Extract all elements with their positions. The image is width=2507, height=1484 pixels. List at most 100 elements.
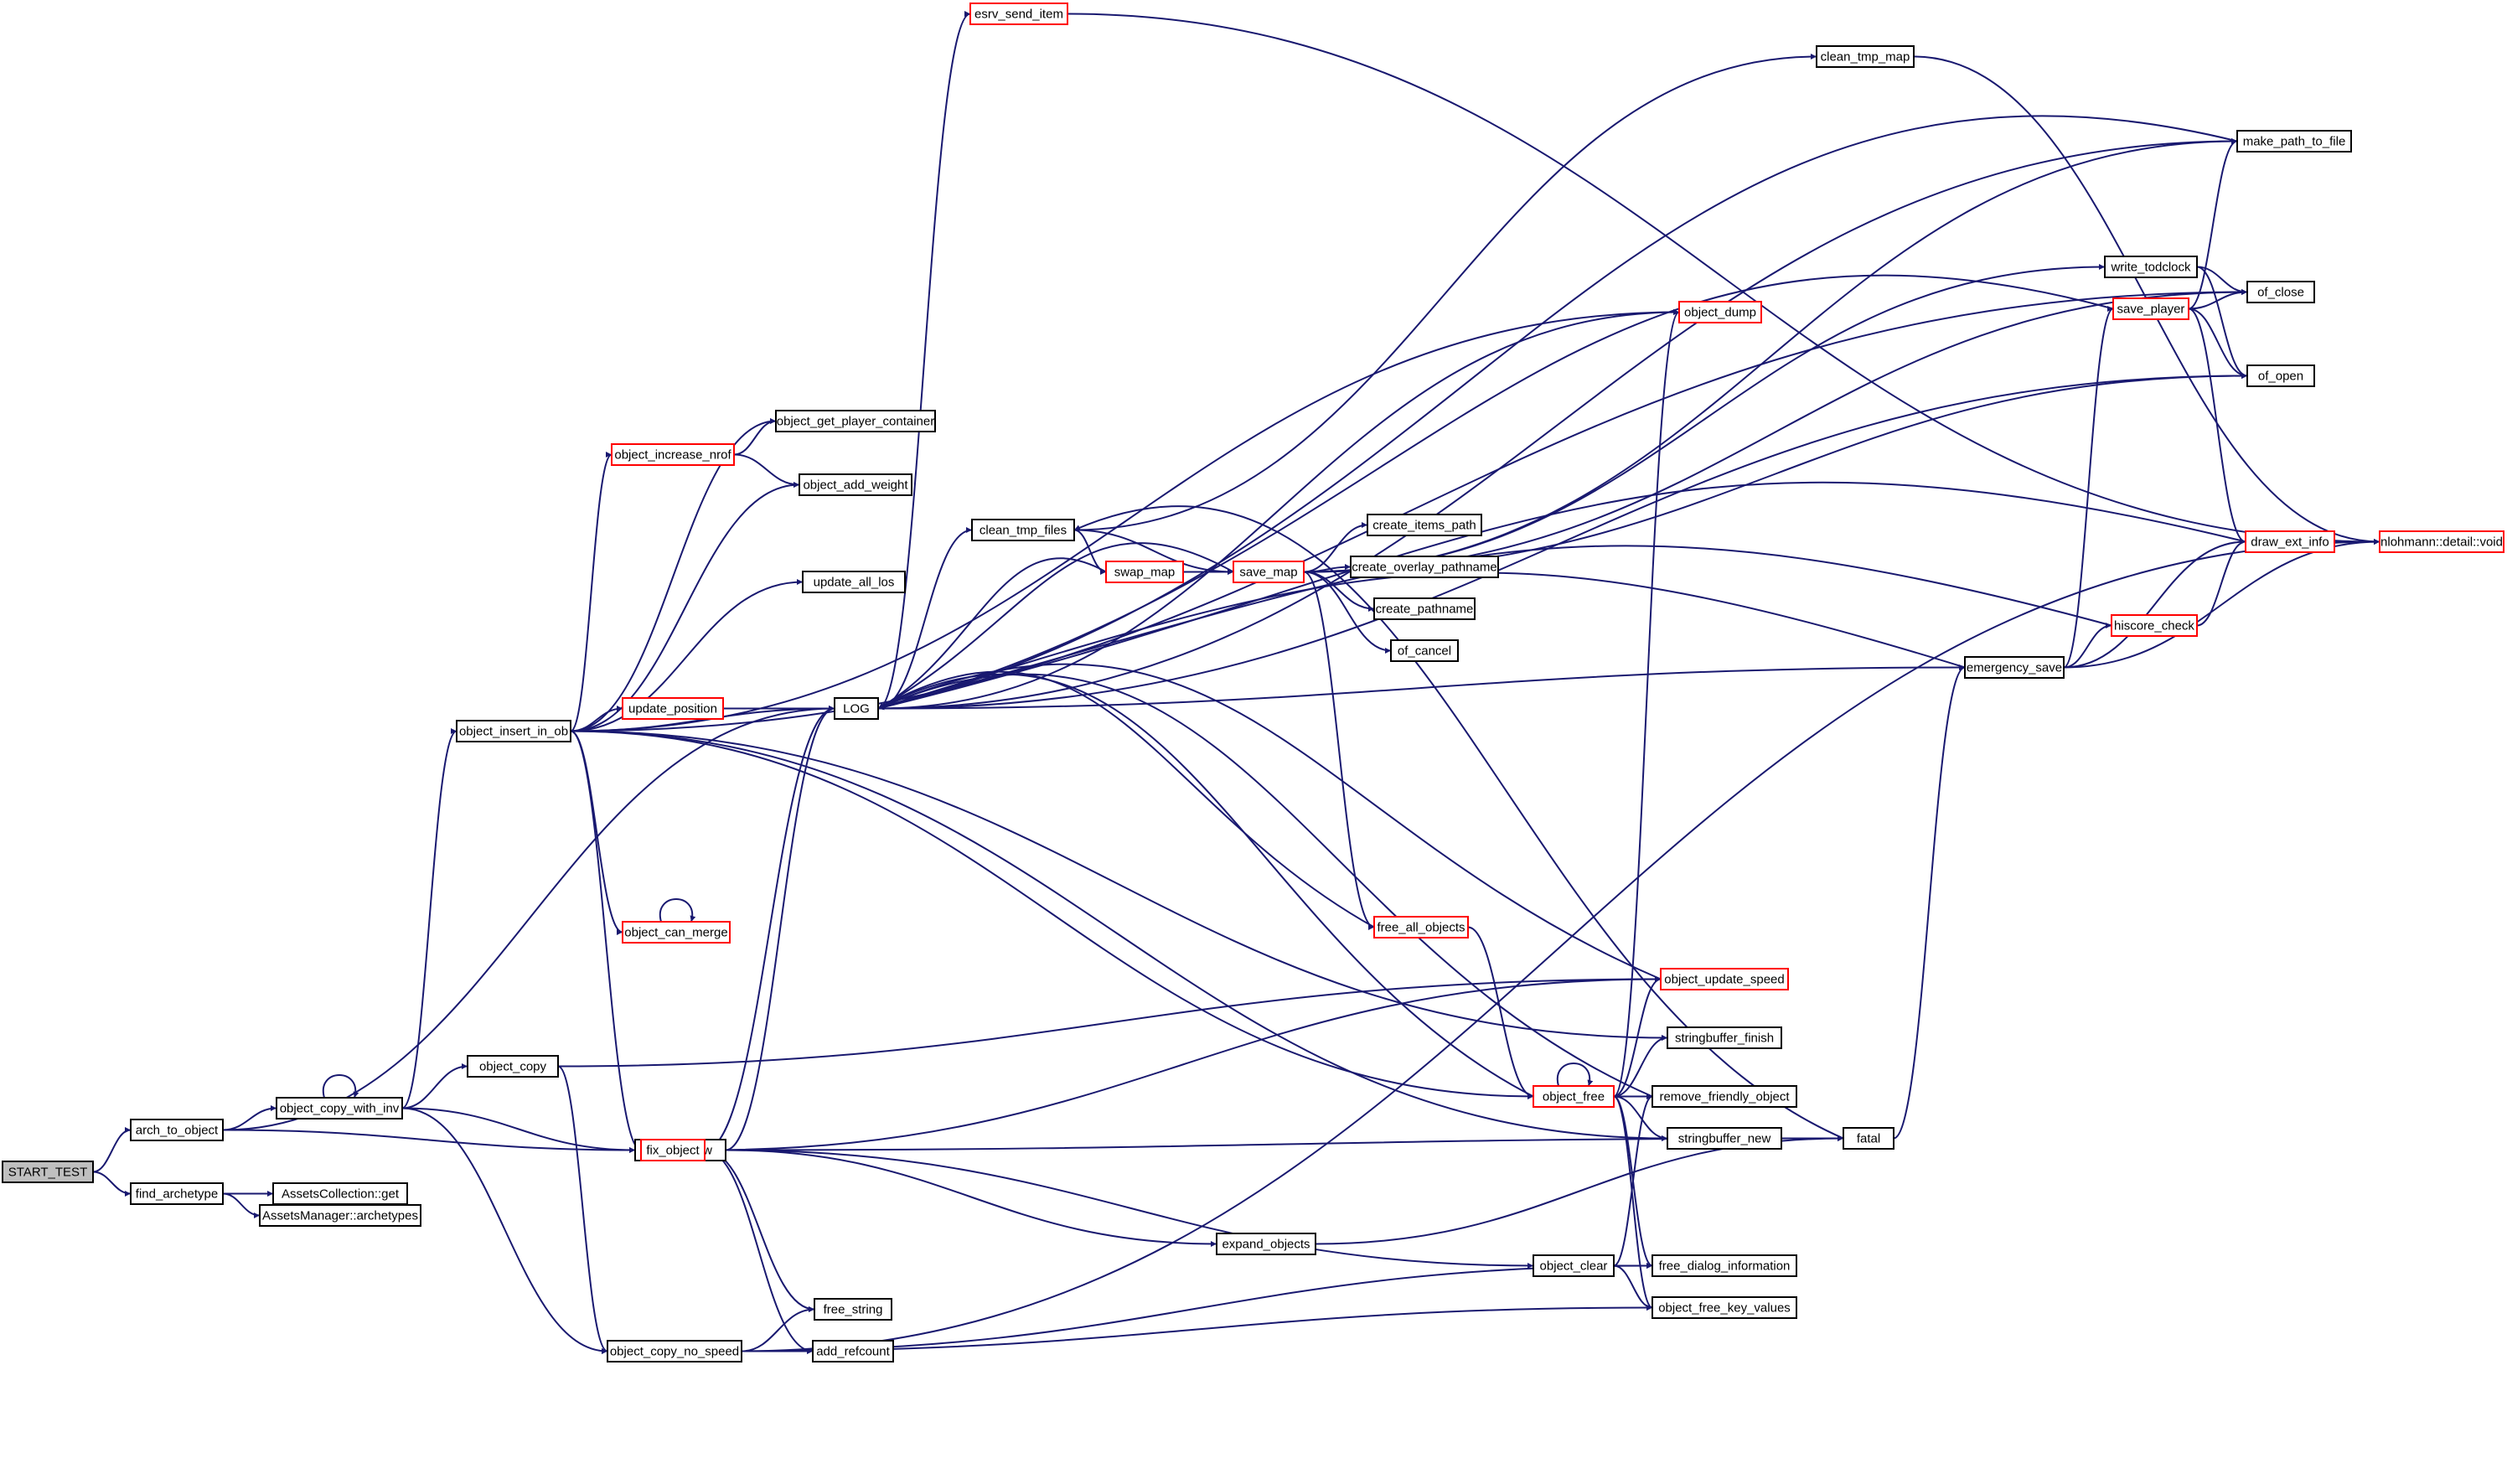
node-object-can-merge[interactable]: object_can_merge xyxy=(622,921,731,944)
node-swap-map[interactable]: swap_map xyxy=(1105,561,1184,583)
node-free-string[interactable]: free_string xyxy=(814,1298,892,1321)
edge-log-to-emergency-save xyxy=(877,664,1966,710)
node-save-map[interactable]: save_map xyxy=(1233,561,1305,583)
node-label: START_TEST xyxy=(8,1166,87,1180)
node-esrv-send-item[interactable]: esrv_send_item xyxy=(969,3,1068,25)
node-free-all-objects[interactable]: free_all_objects xyxy=(1373,916,1469,938)
node-draw-ext-info[interactable]: draw_ext_info xyxy=(2245,530,2335,553)
node-box xyxy=(812,1340,894,1362)
edge-object-new-to-expand-objects xyxy=(725,1149,1217,1247)
edge-object-copy-with-inv-to-object-copy-with-inv xyxy=(322,1074,359,1099)
node-of-close[interactable]: of_close xyxy=(2246,281,2315,303)
edge-expand-objects-to-fatal xyxy=(1315,1135,1844,1245)
edge-object-clear-to-remove-friendly-object xyxy=(1613,1094,1653,1267)
node-clean-tmp-files[interactable]: clean_tmp_files xyxy=(971,519,1075,541)
node-object-add-weight[interactable]: object_add_weight xyxy=(799,473,912,496)
node-box xyxy=(2379,530,2504,553)
edge-free-all-objects-to-object-free xyxy=(1467,926,1534,1099)
edge-log-to-of-open xyxy=(877,373,2248,710)
node-save-player[interactable]: save_player xyxy=(2112,297,2189,320)
edge-object-insert-in-ob-to-fix-object xyxy=(570,730,642,1153)
node-label: object_increase_nrof xyxy=(614,448,731,463)
node-create-pathname[interactable]: create_pathname xyxy=(1373,597,1476,620)
node-free-dialog-information[interactable]: free_dialog_information xyxy=(1652,1254,1797,1277)
node-box xyxy=(1373,597,1476,620)
node-update-all-los[interactable]: update_all_los xyxy=(802,571,906,593)
node-box xyxy=(640,1139,706,1161)
node-box xyxy=(467,1055,559,1078)
node-stringbuffer-new[interactable]: stringbuffer_new xyxy=(1667,1127,1782,1150)
node-hiscore-check[interactable]: hiscore_check xyxy=(2111,614,2198,637)
node-label: stringbuffer_finish xyxy=(1675,1032,1774,1046)
node-box xyxy=(1533,1254,1615,1277)
node-start-test[interactable]: START_TEST xyxy=(2,1161,94,1183)
node-object-copy-with-inv[interactable]: object_copy_with_inv xyxy=(276,1097,403,1119)
node-label: clean_tmp_map xyxy=(1821,50,1910,65)
node-label: fatal xyxy=(1857,1132,1880,1146)
node-label: AssetsCollection::get xyxy=(282,1187,400,1202)
node-object-free[interactable]: object_free xyxy=(1533,1085,1615,1108)
node-of-cancel[interactable]: of_cancel xyxy=(1390,639,1459,662)
edges-layer xyxy=(92,11,2380,1354)
node-box xyxy=(130,1119,224,1141)
node-create-items-path[interactable]: create_items_path xyxy=(1367,514,1482,536)
node-object-insert-in-ob[interactable]: object_insert_in_ob xyxy=(456,720,571,742)
node-nlohmann-detail-void[interactable]: nlohmann::detail::void xyxy=(2379,530,2504,553)
node-object-copy-no-speed[interactable]: object_copy_no_speed xyxy=(607,1340,742,1362)
node-update-position[interactable]: update_position xyxy=(622,697,724,720)
node-object-copy[interactable]: object_copy xyxy=(467,1055,559,1078)
node-label: object_copy_no_speed xyxy=(610,1345,739,1359)
edge-emergency-save-to-hiscore-check xyxy=(2063,623,2112,669)
node-fatal[interactable]: fatal xyxy=(1843,1127,1894,1150)
node-label: draw_ext_info xyxy=(2251,535,2329,550)
node-fix-object[interactable]: fix_object xyxy=(640,1139,706,1161)
edge-object-copy-to-object-copy-no-speed xyxy=(557,1065,608,1354)
edge-object-increase-nrof-to-object-add-weight xyxy=(733,453,800,488)
node-box xyxy=(1652,1296,1797,1319)
node-assetscollection-get[interactable]: AssetsCollection::get xyxy=(272,1182,408,1205)
node-label: fix_object xyxy=(646,1144,700,1158)
node-remove-friendly-object[interactable]: remove_friendly_object xyxy=(1652,1085,1797,1108)
node-box xyxy=(1667,1127,1782,1150)
node-create-overlay-pathname[interactable]: create_overlay_pathname xyxy=(1350,556,1499,578)
node-box xyxy=(607,1340,742,1362)
node-box xyxy=(775,410,936,432)
node-label: create_items_path xyxy=(1372,519,1476,533)
node-box xyxy=(1216,1233,1316,1255)
node-label: of_open xyxy=(2258,370,2303,384)
node-of-open[interactable]: of_open xyxy=(2246,365,2315,387)
edge-save-map-to-make-path-to-file xyxy=(1303,138,2238,573)
node-object-dump[interactable]: object_dump xyxy=(1678,301,1762,323)
node-add-refcount[interactable]: add_refcount xyxy=(812,1340,894,1362)
node-box xyxy=(1678,301,1762,323)
node-make-path-to-file[interactable]: make_path_to_file xyxy=(2236,130,2352,153)
node-find-archetype[interactable]: find_archetype xyxy=(130,1182,224,1205)
node-object-increase-nrof[interactable]: object_increase_nrof xyxy=(611,443,735,466)
node-log[interactable]: LOG xyxy=(834,697,879,720)
node-label: object_insert_in_ob xyxy=(459,725,568,739)
edge-object-insert-in-ob-to-object-increase-nrof xyxy=(570,452,613,732)
node-object-clear[interactable]: object_clear xyxy=(1533,1254,1615,1277)
node-clean-tmp-map[interactable]: clean_tmp_map xyxy=(1816,45,1915,68)
node-assetsmanager-archetypes[interactable]: AssetsManager::archetypes xyxy=(259,1204,421,1227)
node-label: arch_to_object xyxy=(136,1124,219,1138)
node-arch-to-object[interactable]: arch_to_object xyxy=(130,1119,224,1141)
node-emergency-save[interactable]: emergency_save xyxy=(1964,656,2065,679)
edge-object-copy-to-object-update-speed xyxy=(557,976,1662,1068)
node-write-todclock[interactable]: write_todclock xyxy=(2104,256,2198,278)
edge-free-all-objects-to-log xyxy=(877,670,1375,928)
edge-fix-object-to-log xyxy=(704,706,835,1151)
node-box xyxy=(1964,656,2065,679)
node-label: expand_objects xyxy=(1222,1238,1310,1252)
edge-start-test-to-arch-to-object xyxy=(92,1127,132,1173)
edge-clean-tmp-files-to-save-map xyxy=(1073,529,1234,575)
node-stringbuffer-finish[interactable]: stringbuffer_finish xyxy=(1667,1026,1782,1049)
node-object-free-key-values[interactable]: object_free_key_values xyxy=(1652,1296,1797,1319)
node-label: esrv_send_item xyxy=(974,8,1063,22)
edge-object-insert-in-ob-to-stringbuffer-new xyxy=(570,730,1668,1141)
node-object-get-player-container[interactable]: object_get_player_container xyxy=(775,410,936,432)
node-expand-objects[interactable]: expand_objects xyxy=(1216,1233,1316,1255)
edge-fix-object-to-object-update-speed xyxy=(704,976,1662,1151)
node-object-update-speed[interactable]: object_update_speed xyxy=(1660,968,1789,990)
